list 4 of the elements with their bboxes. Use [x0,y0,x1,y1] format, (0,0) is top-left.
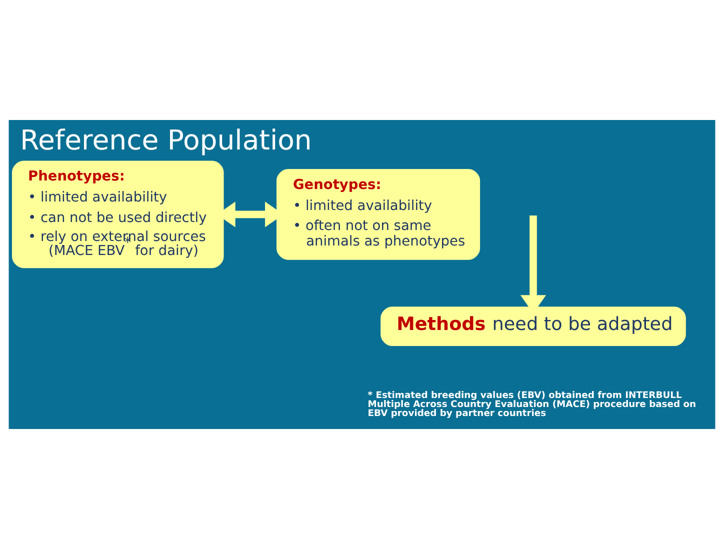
diagram-title: Reference Population [20,124,312,156]
node-box: Methods need to be adapted [380,306,686,346]
label: * Estimated breeding values (EBV) obtained from INTERBULL Multiple Across Country Evaluation (MACE) procedure based on EBV provided by partner countries [368,390,696,420]
node-box: Genotypes: • limited availability • often not on same animals as phenotypes [276,169,480,260]
